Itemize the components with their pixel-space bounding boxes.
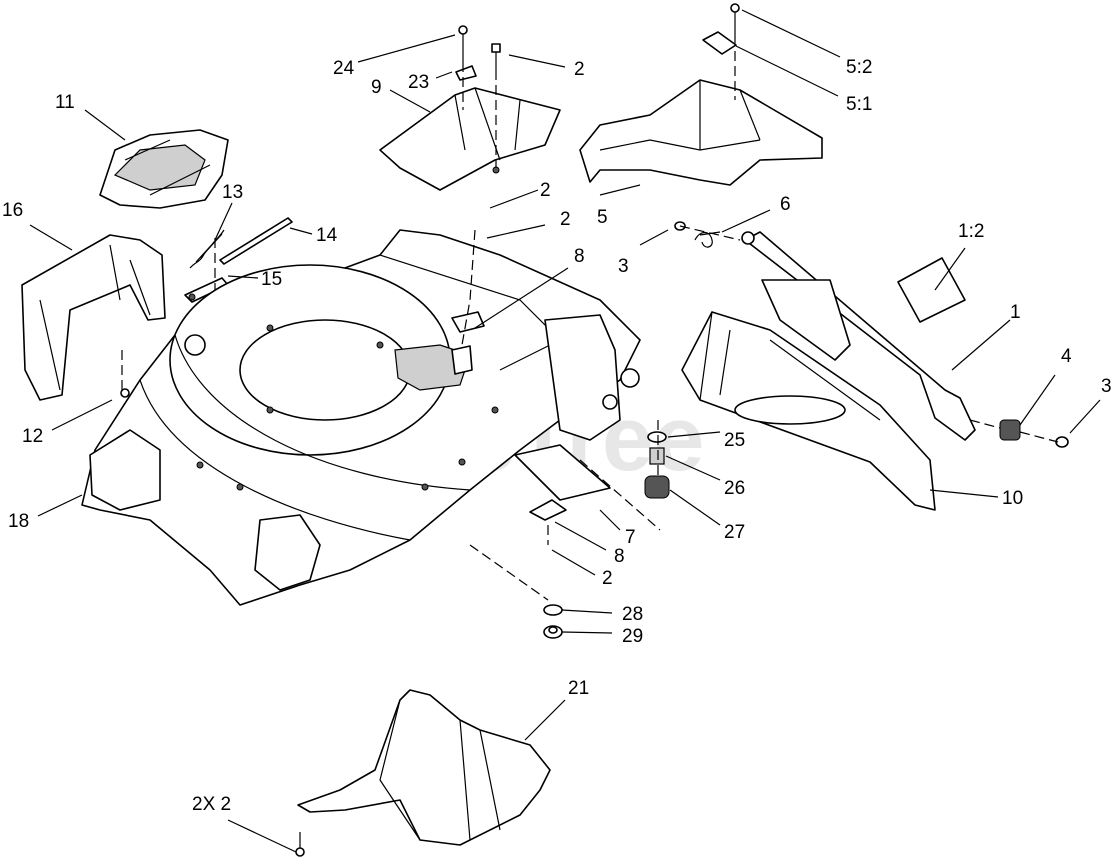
callout-29: 29 bbox=[622, 626, 643, 647]
fastener-24 bbox=[458, 25, 468, 62]
callout-7: 7 bbox=[625, 527, 636, 548]
callout-27: 27 bbox=[724, 522, 745, 543]
part-27-wheel bbox=[644, 475, 670, 499]
part-13-spring bbox=[189, 229, 225, 269]
callout-5-2: 5:2 bbox=[846, 57, 872, 78]
part-29-nut bbox=[543, 625, 563, 639]
callout-2-a: 2 bbox=[540, 180, 551, 201]
callout-11: 11 bbox=[55, 92, 75, 113]
part-12-screw bbox=[120, 388, 130, 398]
part-18-deck bbox=[81, 229, 641, 606]
callout-8-b: 8 bbox=[614, 546, 625, 567]
callout-2-b: 2 bbox=[560, 209, 571, 230]
callout-2-top: 2 bbox=[574, 59, 585, 80]
callout-26: 26 bbox=[724, 478, 745, 499]
callout-5-1: 5:1 bbox=[846, 94, 872, 115]
callout-25: 25 bbox=[724, 430, 745, 451]
callout-4: 4 bbox=[1061, 346, 1072, 367]
fastener-2-top bbox=[491, 43, 501, 70]
part-21-deflector bbox=[297, 689, 551, 846]
part-11-cover bbox=[99, 129, 229, 209]
part-10-frame bbox=[681, 311, 936, 511]
part-25-washer bbox=[647, 431, 667, 443]
part-28-washer bbox=[543, 604, 563, 616]
callout-10: 10 bbox=[1002, 488, 1023, 509]
part-26-spring bbox=[649, 447, 665, 465]
callout-14: 14 bbox=[316, 225, 338, 246]
fastener-2x2 bbox=[295, 832, 305, 857]
callout-16: 16 bbox=[2, 200, 23, 221]
fastener-23 bbox=[455, 65, 477, 81]
part-5-chute bbox=[579, 3, 823, 186]
callout-12: 12 bbox=[22, 426, 43, 447]
callout-1: 1 bbox=[1010, 302, 1021, 323]
part-8-lower-bracket bbox=[529, 499, 567, 521]
part-1-2-decal bbox=[897, 257, 966, 323]
part-1-handle bbox=[741, 231, 976, 441]
callout-2-c: 2 bbox=[602, 568, 613, 589]
part-4-gear bbox=[999, 419, 1021, 441]
callout-6: 6 bbox=[780, 194, 791, 215]
callout-15: 15 bbox=[261, 269, 282, 290]
callout-3-b: 3 bbox=[1101, 376, 1112, 397]
callout-5: 5 bbox=[597, 207, 608, 228]
part-7-plate bbox=[514, 444, 611, 501]
callouts: 24 23 2 9 5:2 5:1 11 13 14 15 16 12 18 2… bbox=[2, 57, 1112, 815]
callout-28: 28 bbox=[622, 604, 643, 625]
callout-13: 13 bbox=[222, 182, 243, 203]
leader-lines bbox=[29, 9, 1101, 853]
callout-23: 23 bbox=[408, 72, 429, 93]
assembly-lines bbox=[121, 36, 1059, 601]
callout-1-2: 1:2 bbox=[958, 221, 984, 242]
callout-18: 18 bbox=[8, 511, 29, 532]
part-9-plate bbox=[379, 87, 561, 191]
callout-21: 21 bbox=[568, 678, 589, 699]
callout-2x2: 2X 2 bbox=[192, 794, 231, 815]
callout-3-a: 3 bbox=[618, 256, 629, 277]
part-14-rod bbox=[219, 217, 293, 265]
part-16-side-cover bbox=[21, 234, 166, 401]
callout-9: 9 bbox=[371, 77, 382, 98]
callout-24: 24 bbox=[333, 58, 355, 79]
callout-8-a: 8 bbox=[574, 246, 585, 267]
